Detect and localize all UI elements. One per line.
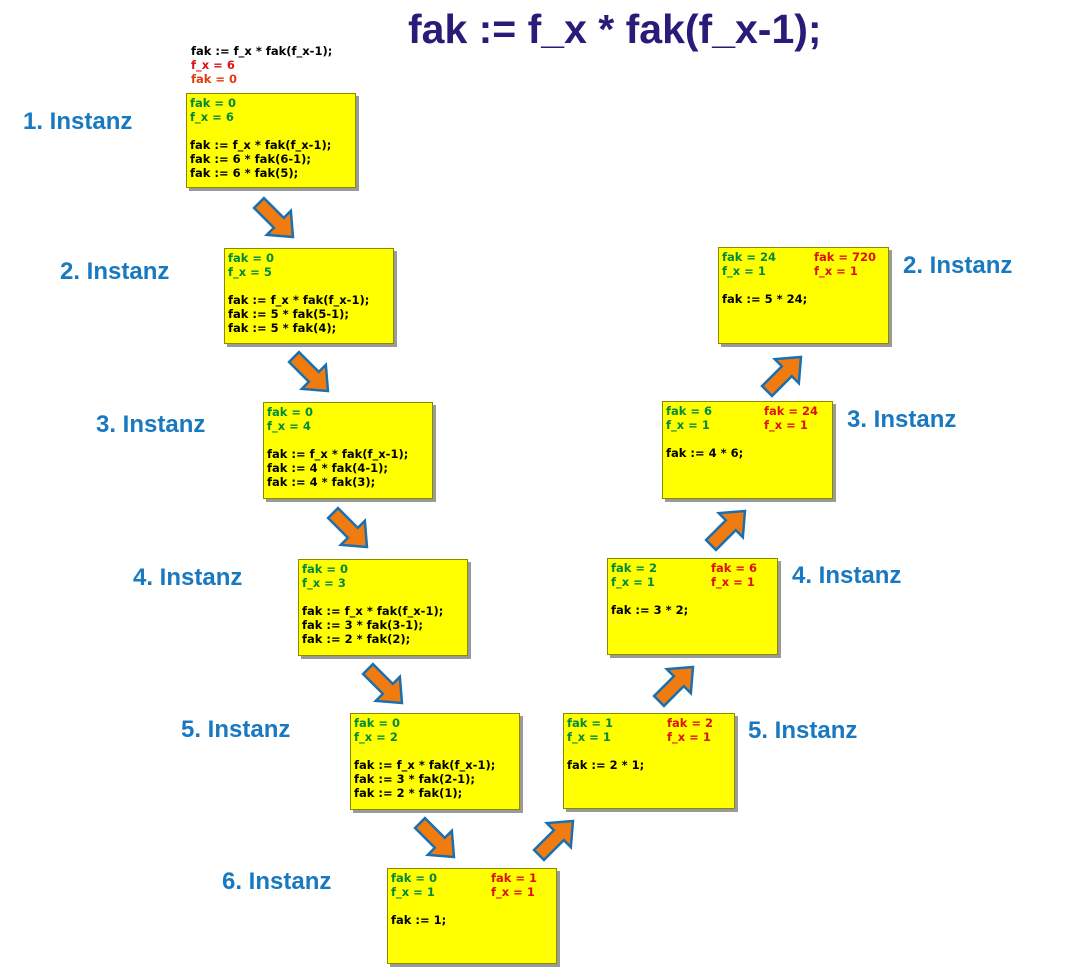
header-code-line: fak := f_x * fak(f_x-1); [191,44,333,58]
result-fak: fak = 24 [764,404,819,418]
up-arrow-icon [525,807,587,869]
var-fx: f_x = 3 [302,576,346,590]
var-fak: fak = 2 [611,561,658,575]
instance-label-1: 1. Instanz [23,108,133,135]
var-fak: fak = 6 [666,404,713,418]
var-fak: fak = 0 [267,405,314,419]
instance-label-2: 2. Instanz [60,258,170,285]
code-line: fak := 4 * 6; [666,446,744,460]
code-line: fak := 3 * fak(2-1); [354,772,475,786]
var-fak: fak = 1 [567,716,614,730]
code-line: fak := f_x * fak(f_x-1); [354,758,496,772]
down-arrow-icon [280,343,342,405]
var-fx: f_x = 1 [567,730,611,744]
var-fak: fak = 0 [302,562,349,576]
code-line: fak := 3 * fak(3-1); [302,618,423,632]
code-line: fak := 4 * fak(4-1); [267,461,388,475]
header-fak-value: fak = 0 [191,72,238,86]
var-fx: f_x = 1 [391,885,435,899]
var-fx: f_x = 1 [666,418,710,432]
return-box-5: fak = 1 f_x = 1 fak := 2 * 1; fak = 2 f_… [563,713,735,809]
code-line: fak := 1; [391,913,447,927]
down-arrow-icon [406,809,468,871]
var-fx: f_x = 2 [354,730,398,744]
var-fak: fak = 0 [391,871,438,885]
code-line: fak := 5 * 24; [722,292,808,306]
page-title: fak := f_x * fak(f_x-1); [408,6,822,52]
header-code: fak := f_x * fak(f_x-1); f_x = 6 fak = 0 [191,44,332,86]
down-arrow-icon [354,655,416,717]
code-line: fak := 2 * fak(1); [354,786,463,800]
down-arrow-icon [319,499,381,561]
instance-box-3: fak = 0 f_x = 4 fak := f_x * fak(f_x-1);… [263,402,433,499]
instance-box-1: fak = 0 f_x = 6 fak := f_x * fak(f_x-1);… [186,93,356,188]
var-fx: f_x = 1 [611,575,655,589]
code-line: fak := f_x * fak(f_x-1); [228,293,370,307]
instance-box-6: fak = 0 f_x = 1 fak := 1; fak = 1 f_x = … [387,868,557,964]
instance-label-4: 4. Instanz [133,564,243,591]
return-box-3: fak = 6 f_x = 1 fak := 4 * 6; fak = 24 f… [662,401,833,499]
return-label-3: 3. Instanz [847,406,957,433]
result-fak: fak = 1 [491,871,538,885]
result-fak: fak = 6 [711,561,758,575]
code-line: fak := f_x * fak(f_x-1); [190,138,332,152]
code-line: fak := f_x * fak(f_x-1); [302,604,444,618]
up-arrow-icon [697,497,759,559]
instance-label-5: 5. Instanz [181,716,291,743]
instance-label-6: 6. Instanz [222,868,332,895]
return-box-2: fak = 24 f_x = 1 fak := 5 * 24; fak = 72… [718,247,889,344]
var-fak: fak = 0 [228,251,275,265]
var-fx: f_x = 6 [190,110,234,124]
var-fx: f_x = 1 [722,264,766,278]
code-line: fak := 4 * fak(3); [267,475,376,489]
code-line: fak := 6 * fak(5); [190,166,299,180]
code-line: fak := 5 * fak(5-1); [228,307,349,321]
instance-box-4: fak = 0 f_x = 3 fak := f_x * fak(f_x-1);… [298,559,468,656]
var-fak: fak = 0 [190,96,237,110]
var-fak: fak = 0 [354,716,401,730]
code-line: fak := 6 * fak(6-1); [190,152,311,166]
return-label-5: 5. Instanz [748,717,858,744]
var-fx: f_x = 4 [267,419,311,433]
result-fx: f_x = 1 [814,264,858,278]
result-fx: f_x = 1 [491,885,535,899]
header-fx-value: f_x = 6 [191,58,235,72]
result-fx: f_x = 1 [711,575,755,589]
return-box-4: fak = 2 f_x = 1 fak := 3 * 2; fak = 6 f_… [607,558,778,655]
up-arrow-icon [645,653,707,715]
result-fx: f_x = 1 [667,730,711,744]
code-line: fak := 2 * fak(2); [302,632,411,646]
instance-label-3: 3. Instanz [96,411,206,438]
up-arrow-icon [753,343,815,405]
result-fak: fak = 720 [814,250,877,264]
code-line: fak := f_x * fak(f_x-1); [267,447,409,461]
instance-box-2: fak = 0 f_x = 5 fak := f_x * fak(f_x-1);… [224,248,394,344]
code-line: fak := 3 * 2; [611,603,689,617]
return-label-4: 4. Instanz [792,562,902,589]
return-label-2: 2. Instanz [903,252,1013,279]
down-arrow-icon [245,189,307,251]
result-fx: f_x = 1 [764,418,808,432]
result-fak: fak = 2 [667,716,714,730]
code-line: fak := 5 * fak(4); [228,321,337,335]
code-line: fak := 2 * 1; [567,758,645,772]
instance-box-5: fak = 0 f_x = 2 fak := f_x * fak(f_x-1);… [350,713,520,810]
var-fak: fak = 24 [722,250,777,264]
var-fx: f_x = 5 [228,265,272,279]
